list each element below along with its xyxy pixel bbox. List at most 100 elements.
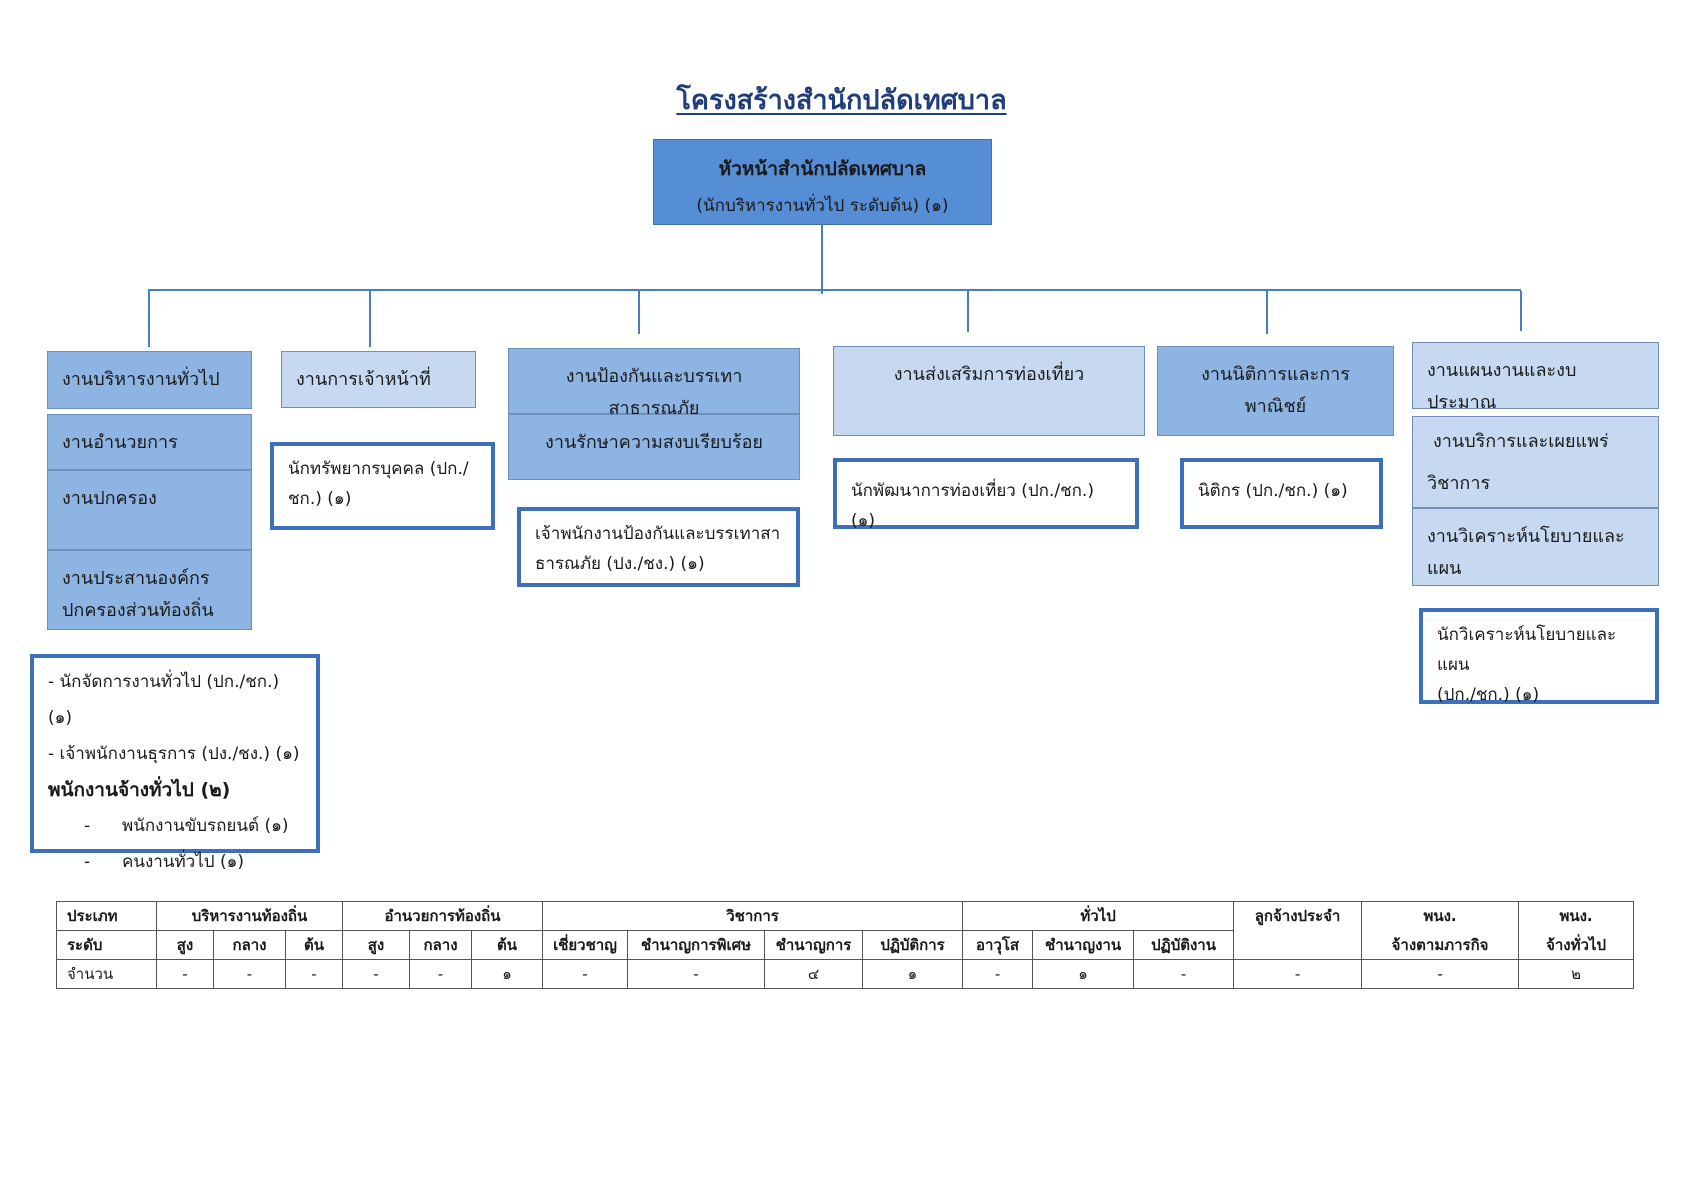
staff-box-col6: นักวิเคราะห์นโยบายและแผน (ปก./ชก.) (๑) bbox=[1419, 608, 1659, 705]
employee-item: -พนักงานขับรถยนต์ (๑) bbox=[48, 808, 302, 844]
connector-horizontal bbox=[148, 289, 1521, 291]
staff-item: เจ้าพนักงานป้องกันและบรรเทาสา bbox=[535, 524, 781, 544]
unit-governance: งานปกครอง bbox=[47, 470, 252, 550]
level-cell: ชำนาญการ bbox=[764, 930, 864, 960]
staff-item: ธารณภัย (ปง./ชง.) (๑) bbox=[535, 554, 705, 574]
group-cell: ทั่วไป bbox=[962, 901, 1235, 931]
unit-label: งานรักษาความสงบเรียบร้อย bbox=[545, 432, 763, 453]
group-cell: พนง. bbox=[1518, 901, 1635, 931]
unit-label: งานปกครอง bbox=[62, 488, 157, 509]
connector-col2 bbox=[369, 291, 371, 347]
unit-legal-commerce: งานนิติการและการพาณิชย์ bbox=[1157, 346, 1394, 436]
type-label: ประเภท bbox=[56, 901, 157, 931]
count-cell: ๒ bbox=[1518, 959, 1635, 989]
unit-label: งานการเจ้าหน้าที่ bbox=[296, 369, 431, 390]
connector-vertical-main bbox=[821, 225, 823, 294]
staff-item: - นักจัดการงานทั่วไป (ปก./ชก.) (๑) bbox=[48, 672, 280, 728]
level-cell: จ้างทั่วไป bbox=[1518, 930, 1635, 960]
unit-local-coordination: งานประสานองค์กร ปกครองส่วนท้องถิ่น bbox=[47, 550, 252, 630]
count-cell: - bbox=[342, 959, 411, 989]
staff-item: นิติกร (ปก./ชก.) (๑) bbox=[1198, 481, 1348, 501]
level-cell bbox=[1233, 930, 1363, 960]
level-cell: ปฏิบัติการ bbox=[862, 930, 964, 960]
group-cell: บริหารงานท้องถิ่น bbox=[155, 901, 344, 931]
count-cell: ๑ bbox=[862, 959, 964, 989]
unit-label: งานประสานองค์กร bbox=[62, 568, 210, 589]
level-cell: ต้น bbox=[284, 930, 344, 960]
unit-planning-budget: งานแผนงานและงบประมาณ bbox=[1412, 342, 1659, 413]
staffing-table: ประเภท บริหารงานท้องถิ่น อำนวยการท้องถิ่… bbox=[56, 901, 1635, 989]
staff-item: ชก.) (๑) bbox=[288, 489, 352, 509]
count-cell: - bbox=[627, 959, 766, 989]
unit-label: งานนิติการและการพาณิชย์ bbox=[1201, 364, 1350, 417]
count-cell: - bbox=[542, 959, 629, 989]
staff-item: - เจ้าพนักงานธุรการ (ปง./ชง.) (๑) bbox=[48, 744, 300, 764]
unit-general-admin: งานบริหารงานทั่วไป bbox=[47, 351, 252, 409]
count-label: จำนวน bbox=[56, 959, 157, 989]
unit-public-order: งานรักษาความสงบเรียบร้อย bbox=[508, 414, 800, 480]
unit-label: งานส่งเสริมการท่องเที่ยว bbox=[893, 364, 1085, 385]
level-cell: ปฏิบัติงาน bbox=[1133, 930, 1235, 960]
count-cell: ๑ bbox=[471, 959, 544, 989]
staff-item: นักทรัพยากรบุคคล (ปก./ bbox=[288, 459, 469, 479]
unit-label: งานบริหารงานทั่วไป bbox=[62, 369, 220, 390]
head-position: (นักบริหารงานทั่วไป ระดับต้น) (๑) bbox=[696, 196, 949, 216]
unit-academic-service: งานบริการและเผยแพร่ วิชาการ bbox=[1412, 416, 1659, 508]
count-cell: - bbox=[156, 959, 214, 989]
unit-label: งานบริการและเผยแพร่ bbox=[1433, 431, 1609, 452]
staff-item: นักวิเคราะห์นโยบายและแผน bbox=[1437, 625, 1617, 675]
chart-title: โครงสร้างสำนักปลัดเทศบาล bbox=[676, 85, 1007, 116]
group-cell: พนง. bbox=[1361, 901, 1520, 931]
employee-label: พนักงานขับรถยนต์ (๑) bbox=[122, 816, 289, 836]
unit-label: งานแผนงานและงบประมาณ bbox=[1427, 360, 1577, 413]
level-cell: เชี่ยวชาญ bbox=[542, 930, 629, 960]
connector-col4 bbox=[967, 291, 969, 332]
connector-col5 bbox=[1266, 291, 1268, 334]
employee-label: คนงานทั่วไป (๑) bbox=[122, 852, 245, 872]
group-cell: อำนวยการท้องถิ่น bbox=[342, 901, 544, 931]
staff-box-col1: - นักจัดการงานทั่วไป (ปก./ชก.) (๑) - เจ้… bbox=[30, 654, 320, 872]
unit-tourism: งานส่งเสริมการท่องเที่ยว bbox=[833, 346, 1145, 436]
unit-label: งานอำนวยการ bbox=[62, 432, 178, 453]
unit-administration: งานอำนวยการ bbox=[47, 414, 252, 470]
head-name: หัวหน้าสำนักปลัดเทศบาล bbox=[718, 158, 927, 180]
level-cell: จ้างตามภารกิจ bbox=[1361, 930, 1520, 960]
head-box: หัวหน้าสำนักปลัดเทศบาล (นักบริหารงานทั่ว… bbox=[653, 139, 992, 225]
count-cell: - bbox=[1233, 959, 1363, 989]
unit-label: ปกครองส่วนท้องถิ่น bbox=[62, 600, 214, 621]
staff-box-col4: นักพัฒนาการท่องเที่ยว (ปก./ชก.) (๑) bbox=[833, 458, 1139, 531]
staff-box-col5: นิติกร (ปก./ชก.) (๑) bbox=[1180, 458, 1383, 529]
group-cell: วิชาการ bbox=[542, 901, 964, 931]
count-cell: - bbox=[1133, 959, 1235, 989]
employee-item: - คนงานทั่วไป (๑) bbox=[48, 844, 302, 880]
employees-title: พนักงานจ้างทั่วไป (๒) bbox=[48, 779, 231, 801]
level-cell: อาวุโส bbox=[962, 930, 1034, 960]
count-cell: ๔ bbox=[764, 959, 864, 989]
table-row-groups: ประเภท บริหารงานท้องถิ่น อำนวยการท้องถิ่… bbox=[56, 901, 1635, 931]
bullet: - bbox=[84, 852, 91, 872]
level-cell: สูง bbox=[342, 930, 411, 960]
staff-box-col2: นักทรัพยากรบุคคล (ปก./ ชก.) (๑) bbox=[270, 442, 495, 530]
level-label: ระดับ bbox=[56, 930, 157, 960]
staff-box-col3: เจ้าพนักงานป้องกันและบรรเทาสา ธารณภัย (ป… bbox=[517, 507, 800, 587]
count-cell: - bbox=[284, 959, 344, 989]
unit-disaster-prevention: งานป้องกันและบรรเทาสาธารณภัย bbox=[508, 348, 800, 419]
count-cell: ๑ bbox=[1032, 959, 1135, 989]
unit-label: วิชาการ bbox=[1427, 473, 1491, 494]
level-cell: สูง bbox=[156, 930, 214, 960]
connector-col3 bbox=[638, 291, 640, 334]
count-cell: - bbox=[1361, 959, 1520, 989]
unit-policy-analysis: งานวิเคราะห์นโยบายและ แผน bbox=[1412, 508, 1659, 586]
staff-item: (ปก./ชก.) (๑) bbox=[1437, 685, 1540, 705]
unit-label: แผน bbox=[1427, 558, 1462, 579]
table-row-counts: จำนวน - - - - - ๑ - - ๔ ๑ - ๑ - - - ๒ bbox=[56, 959, 1635, 989]
count-cell: - bbox=[213, 959, 286, 989]
count-cell: - bbox=[409, 959, 473, 989]
level-cell: กลาง bbox=[409, 930, 473, 960]
unit-label: งานป้องกันและบรรเทาสาธารณภัย bbox=[565, 366, 743, 419]
level-cell: ชำนาญงาน bbox=[1032, 930, 1135, 960]
level-cell: ต้น bbox=[471, 930, 544, 960]
staff-item: นักพัฒนาการท่องเที่ยว (ปก./ชก.) (๑) bbox=[851, 481, 1094, 531]
unit-personnel: งานการเจ้าหน้าที่ bbox=[281, 351, 476, 408]
level-cell: กลาง bbox=[213, 930, 286, 960]
